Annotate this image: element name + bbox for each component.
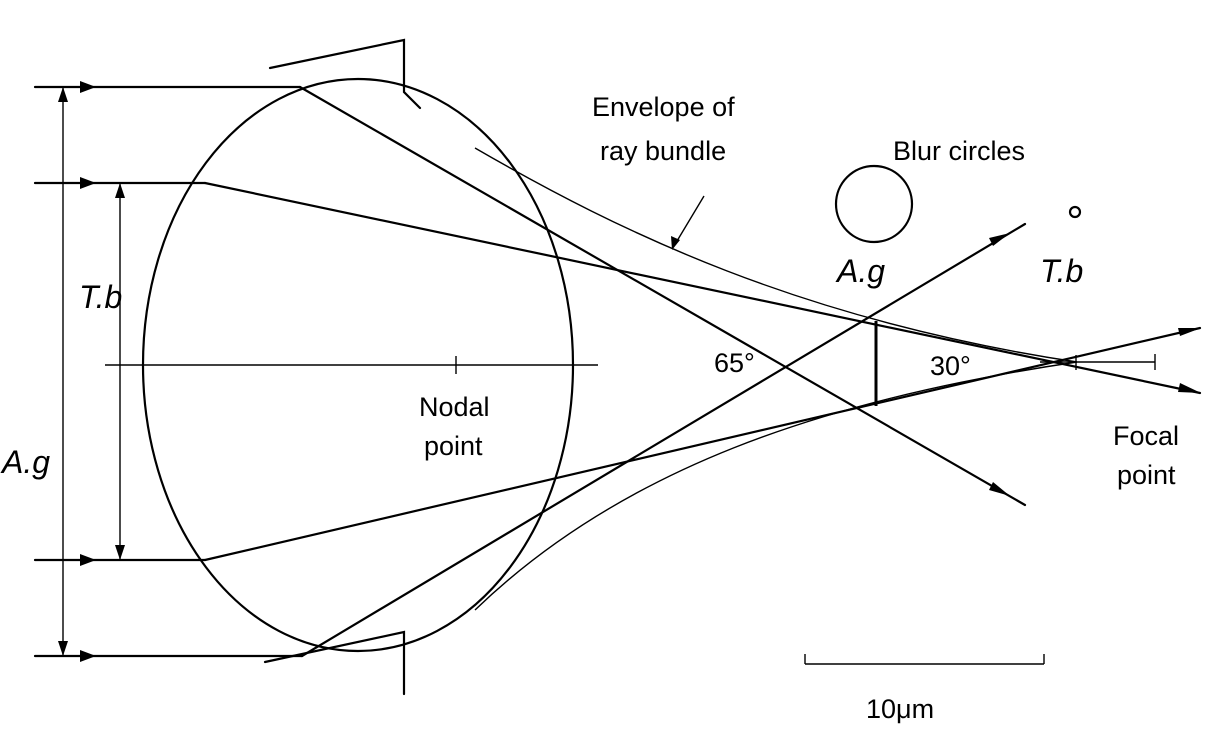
lens-lower-flange: [263, 630, 406, 696]
arrowhead: [1178, 383, 1201, 393]
scale-bar: [804, 654, 1045, 665]
envelope-lower: [474, 361, 1078, 611]
arrowhead: [80, 554, 96, 566]
ray-ag-bottom: [300, 222, 1027, 658]
ag-blur-circle: [834, 164, 914, 244]
refracted-rays: [203, 85, 1202, 658]
focal-point-label-line1: Focal: [1113, 421, 1179, 451]
nodal-point-label-line1: Nodal: [419, 392, 490, 422]
tb-blur-circle: [1068, 205, 1082, 219]
arrowhead: [58, 641, 68, 656]
aperture-dimensions: [58, 87, 125, 656]
arrowhead: [115, 183, 125, 198]
envelope-label-line2: ray bundle: [600, 136, 726, 166]
ray-tb-bottom: [203, 326, 1202, 562]
angle-tb-label: 30°: [930, 351, 971, 381]
arrowhead: [58, 87, 68, 102]
ag-blur-label: A.g: [835, 253, 885, 289]
tb-blur-label: T.b: [1040, 253, 1083, 289]
angle-ag-label: 65°: [714, 348, 755, 378]
blur-circles-label: Blur circles: [893, 136, 1025, 166]
focal-point-label-line2: point: [1117, 460, 1176, 490]
ray-tb-top: [203, 181, 1202, 395]
ag-aperture-label: A.g: [0, 444, 50, 480]
ray-bundle-envelope: [474, 147, 1078, 611]
incoming-rays: [33, 81, 304, 662]
arrowhead: [989, 482, 1010, 496]
arrowhead: [115, 545, 125, 560]
arrowhead: [989, 233, 1010, 246]
arrowhead: [1178, 328, 1201, 336]
lens: [141, 38, 575, 696]
arrowhead: [671, 236, 680, 250]
nodal-point-label-line2: point: [424, 431, 483, 461]
arrowhead: [80, 81, 96, 93]
arrowhead: [80, 650, 96, 662]
envelope-pointer: [673, 195, 705, 247]
scale-bar-label: 10μm: [866, 694, 934, 724]
envelope-label-line1: Envelope of: [592, 92, 735, 122]
envelope-upper: [474, 147, 1078, 363]
lens-upper-flange: [268, 38, 422, 110]
arrowhead: [80, 177, 96, 189]
tb-aperture-label: T.b: [79, 279, 122, 315]
ray-ag-top: [298, 85, 1027, 507]
